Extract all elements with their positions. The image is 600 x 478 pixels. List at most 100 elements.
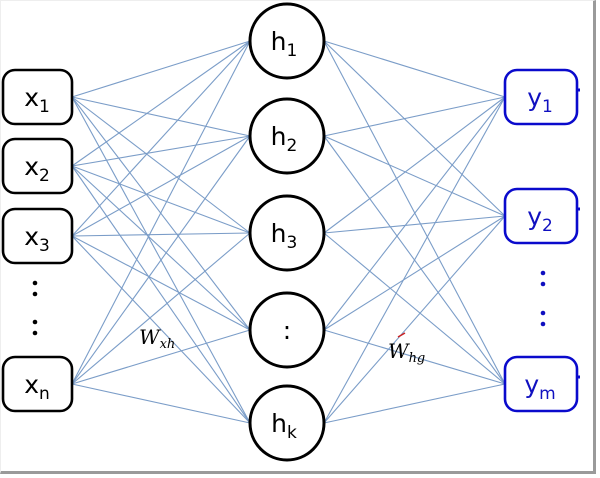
hidden-node-circle [248, 384, 326, 462]
output-node-m: ym [503, 355, 580, 413]
output-node-box [503, 68, 579, 126]
weight-label-xh-base: W [139, 325, 161, 349]
output-node-m-label: ym [524, 370, 555, 404]
input-node-3-label: x3 [24, 222, 50, 256]
output-node-2-label: y2 [527, 202, 553, 236]
weight-label-hg: Whg [388, 332, 425, 366]
input-node-1-base: x [24, 83, 39, 112]
input-node-3-base: x [24, 222, 39, 251]
input-node-2-label: x2 [24, 152, 50, 186]
input-node-n-base: x [24, 370, 39, 399]
edge-hidden-4-output-2 [323, 383, 506, 424]
hidden-node-circle [248, 291, 326, 369]
input-node-n: xn [1, 355, 74, 413]
hidden-node-ellipsis: : [248, 291, 326, 369]
hidden-node-1: h1 [248, 2, 326, 80]
input-node-2-base: x [24, 152, 39, 181]
edge-input-1-hidden-3 [71, 165, 251, 331]
edge-hidden-0-output-0 [323, 40, 506, 98]
edge-hidden-2-output-0 [323, 96, 506, 234]
edge-hidden-2-output-2 [323, 232, 506, 385]
output-node-1-label: y1 [527, 83, 553, 117]
input-node-box [1, 137, 74, 195]
edge-input-3-hidden-3 [71, 329, 251, 385]
accent-mark [397, 332, 406, 338]
weight-label-hg-base: W [388, 339, 410, 363]
edge-input-3-hidden-0 [71, 40, 251, 385]
weight-label-hg-sub: hg [409, 351, 426, 366]
input-node-2: x2 [1, 137, 74, 195]
edge-input-2-hidden-4 [71, 235, 251, 424]
input-node-n-label: xn [24, 370, 50, 404]
hidden-node-1-base: h [271, 27, 287, 56]
edge-hidden-2-output-1 [323, 215, 506, 234]
output-node-2-subscript: 2 [542, 216, 553, 236]
edge-input-1-hidden-2 [71, 165, 251, 234]
input-node-1-label: x1 [24, 83, 50, 117]
input-node-1: x1 [1, 68, 74, 126]
input-node-box [1, 355, 74, 413]
edge-hidden-3-output-1 [323, 215, 506, 331]
edge-hidden-4-output-0 [323, 96, 506, 424]
svg-text:Whg: Whg [388, 339, 425, 366]
output-node-box [503, 355, 579, 413]
edge-hidden-1-output-1 [323, 135, 506, 217]
edge-hidden-0-output-2 [323, 40, 506, 385]
output-node-2-base: y [527, 202, 542, 231]
connections [71, 40, 506, 424]
edge-input-2-hidden-0 [71, 40, 251, 237]
hidden-node-1-label: h1 [271, 27, 298, 61]
edge-hidden-3-output-2 [323, 329, 506, 385]
edge-input-0-hidden-0 [71, 40, 251, 98]
edge-input-3-hidden-4 [71, 383, 251, 424]
hidden-node-ellipsis-base: : [283, 316, 291, 345]
weight-label-xh-sub: xh [160, 337, 176, 352]
edge-input-2-hidden-3 [71, 235, 251, 331]
edge-hidden-4-output-1 [323, 215, 506, 424]
hidden-node-2-subscript: 2 [287, 136, 298, 156]
input-node-3: x3 [1, 207, 74, 265]
edge-input-1-hidden-1 [71, 135, 251, 167]
output-node-m-subscript: m [539, 384, 556, 404]
hidden-node-2-label: h2 [271, 122, 298, 156]
edge-input-3-hidden-2 [71, 232, 251, 385]
input-node-2-subscript: 2 [39, 166, 50, 186]
output-node-1: y1 [503, 68, 580, 126]
output-node-2: y2 [503, 187, 580, 245]
output-node-m-base: y [524, 370, 539, 399]
edge-input-0-hidden-1 [71, 96, 251, 137]
hidden-node-k-label: hk [271, 409, 297, 443]
hidden-node-k-base: h [271, 409, 287, 438]
hidden-node-k: hk [248, 384, 326, 462]
output-node-1-base: y [527, 83, 542, 112]
edge-hidden-3-output-0 [323, 96, 506, 331]
svg-text:Wxh: Wxh [139, 325, 175, 352]
output-node-1-subscript: 1 [542, 97, 553, 117]
hidden-node-2: h2 [248, 97, 326, 175]
edge-hidden-1-output-0 [323, 96, 506, 137]
input-node-box [1, 207, 74, 265]
input-node-box [1, 68, 74, 126]
hidden-node-3-subscript: 3 [287, 233, 298, 253]
edge-hidden-0-output-1 [323, 40, 506, 217]
hidden-node-circle [248, 194, 326, 272]
hidden-node-3-label: h3 [271, 219, 298, 253]
edge-input-3-hidden-1 [71, 135, 251, 385]
hidden-node-k-subscript: k [287, 423, 297, 443]
input-node-3-subscript: 3 [39, 236, 50, 256]
output-node-box [503, 187, 579, 245]
hidden-node-1-subscript: 1 [287, 41, 298, 61]
hidden-node-ellipsis-label: : [283, 316, 291, 345]
input-node-1-subscript: 1 [39, 97, 50, 117]
hidden-node-circle [248, 97, 326, 175]
edge-input-1-hidden-0 [71, 40, 251, 167]
edge-input-0-hidden-2 [71, 96, 251, 234]
input-ellipsis [32, 280, 38, 336]
input-node-n-subscript: n [39, 384, 50, 404]
hidden-node-3-base: h [271, 219, 287, 248]
hidden-node-3: h3 [248, 194, 326, 272]
